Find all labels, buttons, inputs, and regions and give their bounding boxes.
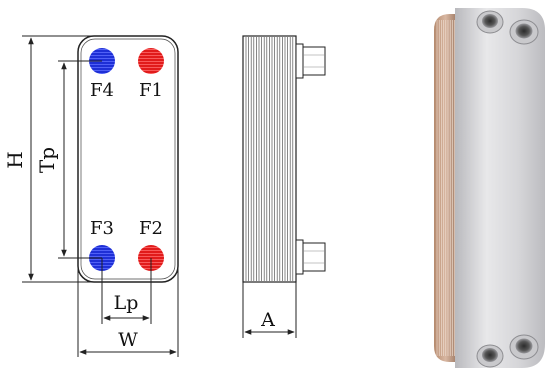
connection-bottom — [295, 239, 326, 275]
dimension-lp-label: Lp — [114, 292, 139, 314]
nozzle-top-right — [509, 19, 539, 45]
plate-outline — [77, 35, 179, 283]
side-view: A — [242, 35, 326, 338]
dimension-tp-label: Tp — [35, 147, 59, 173]
connection-top — [295, 43, 326, 79]
product-render — [434, 8, 545, 368]
dimension-tp: Tp — [35, 60, 102, 259]
dimension-w-label: W — [118, 329, 138, 351]
plate-stack-lines — [245, 37, 294, 281]
dimension-w: W — [77, 268, 179, 357]
dimension-a: A — [242, 282, 297, 338]
front-plate — [455, 8, 545, 368]
port-f1-red-port-icon — [138, 48, 164, 74]
port-label-f1: F1 — [139, 80, 163, 101]
port-label-f3: F3 — [90, 218, 114, 239]
dimension-h: H — [3, 35, 120, 283]
dimension-a-label: A — [260, 309, 275, 331]
port-label-f2: F2 — [139, 218, 163, 239]
front-view: F4 F1 F3 F2 H Tp Lp W — [3, 35, 179, 357]
port-label-f4: F4 — [90, 80, 114, 101]
nozzle-top-left — [476, 10, 504, 34]
nozzle-bottom-left — [476, 344, 504, 368]
plate-inner-outline — [80, 38, 176, 280]
nozzle-bottom-right — [509, 334, 539, 360]
dimension-lp: Lp — [101, 258, 152, 324]
dimension-h-label: H — [3, 151, 27, 168]
